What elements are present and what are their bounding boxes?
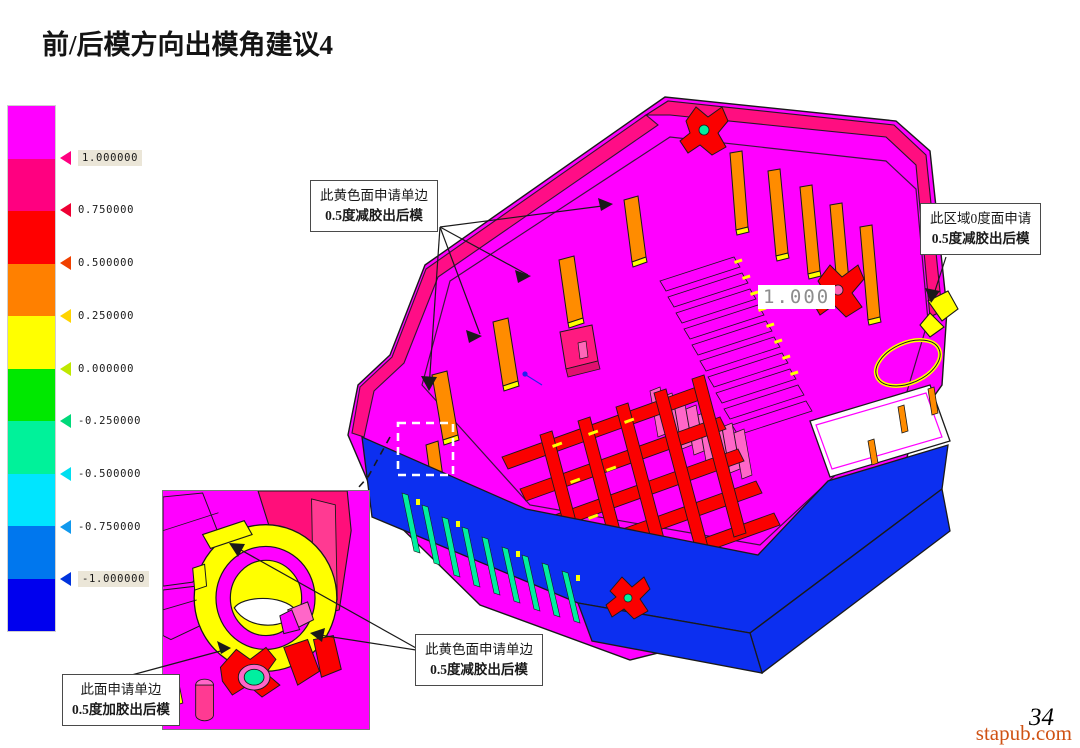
detail-inset-view[interactable] <box>162 490 370 730</box>
legend-arrow-icon <box>60 414 71 429</box>
color-band-0 <box>8 106 55 159</box>
page-number: 34 <box>1029 704 1054 731</box>
color-band-4 <box>8 316 55 369</box>
color-band-2 <box>8 211 55 264</box>
legend-arrow-icon <box>60 466 71 481</box>
color-band-1 <box>8 158 55 211</box>
callout-top-left-line1: 此黄色面申请单边 <box>320 188 428 203</box>
page-title: 前/后模方向出模角建议4 <box>42 30 334 60</box>
callout-bottom-left-line1: 此面申请单边 <box>80 682 162 697</box>
legend-value: -0.500000 <box>78 467 142 480</box>
color-band-5 <box>8 368 55 421</box>
legend-value: -0.250000 <box>78 415 142 428</box>
callout-bottom-left-line2: 0.5度加胶出后模 <box>72 701 170 717</box>
color-scale-labels: 1.000000 0.750000 0.500000 0.250000 0.000000… <box>60 105 190 632</box>
color-band-7 <box>8 473 55 526</box>
legend-marker-8: -1.000000 <box>60 570 150 588</box>
callout-bottom-right: 此黄色面申请单边 0.5度减胶出后模 <box>415 634 543 687</box>
callout-top-right: 此区域0度面申请 0.5度减胶出后模 <box>920 203 1042 256</box>
legend-arrow-icon <box>60 361 71 376</box>
color-scale-bar <box>7 105 56 632</box>
legend-arrow-icon <box>60 150 71 165</box>
color-band-3 <box>8 263 55 316</box>
callout-top-left: 此黄色面申请单边 0.5度减胶出后模 <box>310 180 438 233</box>
legend-value: 1.000000 <box>78 149 143 166</box>
legend-arrow-icon <box>60 572 71 587</box>
legend-value: 0.750000 <box>78 204 135 217</box>
legend-marker-1: 0.750000 <box>60 201 134 219</box>
legend-arrow-icon <box>60 308 71 323</box>
legend-marker-3: 0.250000 <box>60 307 134 325</box>
legend-marker-6: -0.500000 <box>60 465 141 483</box>
callout-bottom-right-line2: 0.5度减胶出后模 <box>430 661 528 677</box>
color-band-8 <box>8 526 55 579</box>
legend-marker-0: 1.000000 <box>60 149 143 167</box>
legend-arrow-icon <box>60 256 71 271</box>
callout-bottom-right-line1: 此黄色面申请单边 <box>425 642 533 657</box>
legend-marker-2: 0.500000 <box>60 254 134 272</box>
legend-marker-4: 0.000000 <box>60 360 134 378</box>
legend-value: -0.750000 <box>78 520 142 533</box>
color-band-6 <box>8 421 55 474</box>
callout-top-right-line1: 此区域0度面申请 <box>930 211 1032 226</box>
legend-marker-7: -0.750000 <box>60 518 141 536</box>
detail-selection-box <box>396 421 455 477</box>
legend-value: 0.500000 <box>78 257 135 270</box>
legend-arrow-icon <box>60 203 71 218</box>
callout-top-left-line2: 0.5度减胶出后模 <box>325 207 423 223</box>
detail-inset-render <box>163 491 369 729</box>
draft-value-label: 1.000 <box>758 285 836 309</box>
legend-marker-5: -0.250000 <box>60 412 141 430</box>
callout-top-right-line2: 0.5度减胶出后模 <box>931 230 1030 246</box>
color-band-9 <box>8 578 55 631</box>
callout-bottom-left: 此面申请单边 0.5度加胶出后模 <box>62 674 180 727</box>
legend-arrow-icon <box>60 519 71 534</box>
legend-value: 0.000000 <box>78 362 135 375</box>
legend-value: 0.250000 <box>78 309 135 322</box>
watermark: stapub.com <box>975 721 1072 745</box>
legend-value: -1.000000 <box>78 571 150 588</box>
